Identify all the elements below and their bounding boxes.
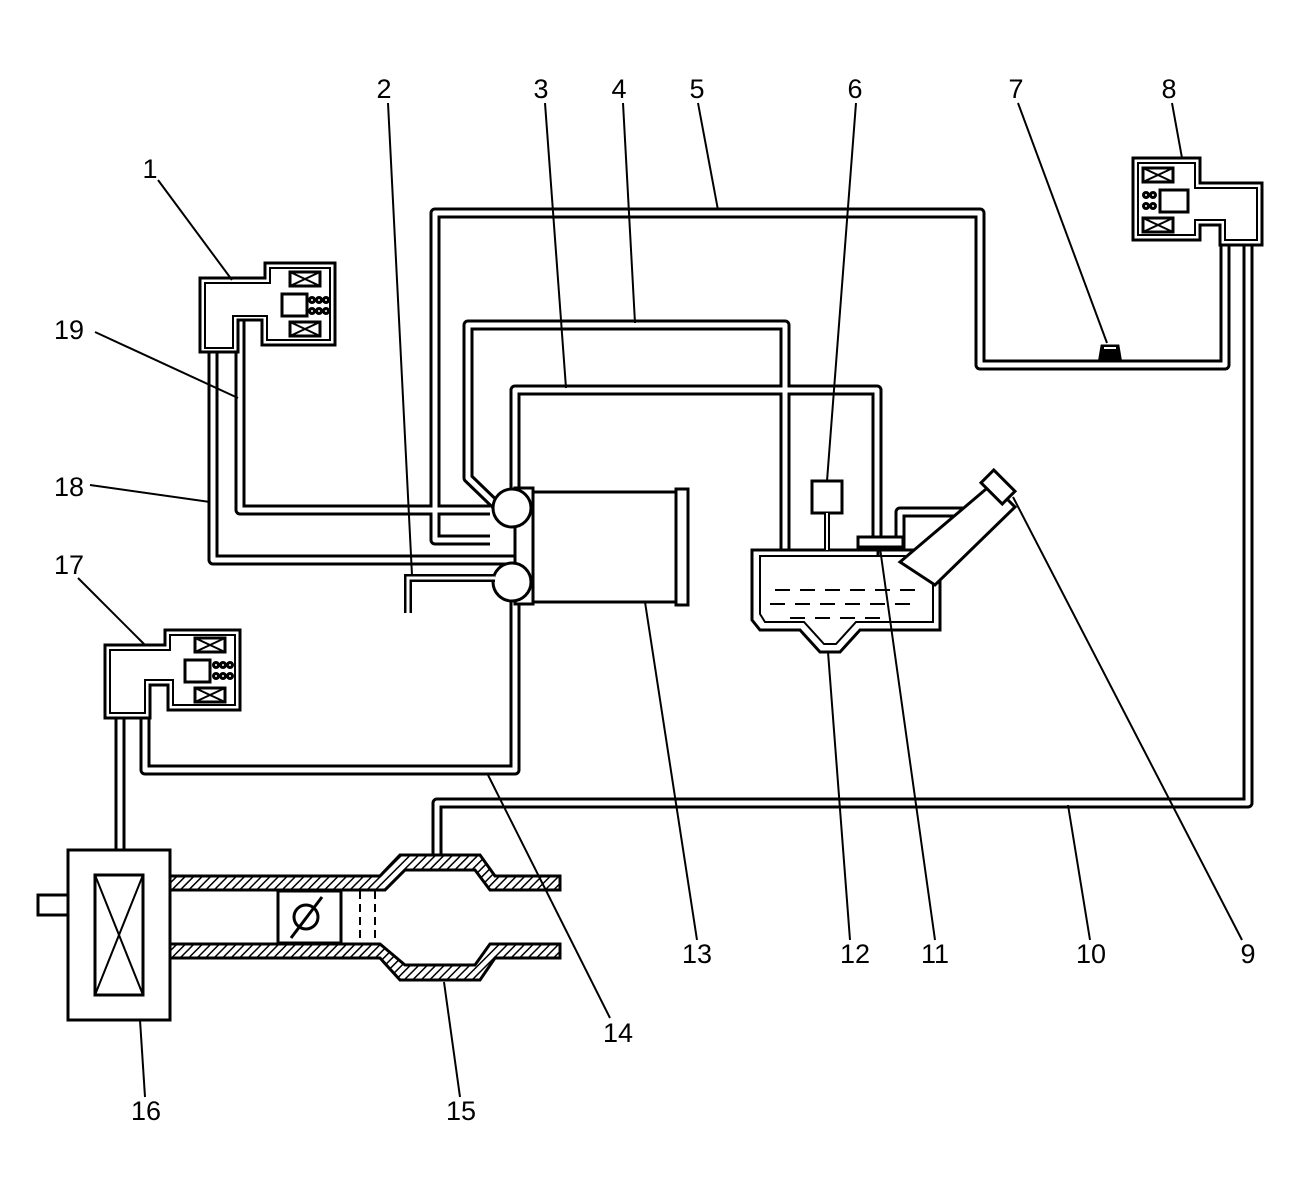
leader-9 — [1012, 496, 1243, 941]
restrictor-7 — [1098, 344, 1122, 360]
leader-17 — [77, 577, 146, 646]
leader-15 — [443, 981, 461, 1098]
callout-5: 5 — [689, 74, 704, 104]
callout-14: 14 — [603, 1018, 633, 1048]
leader-3 — [544, 102, 567, 389]
leader-16 — [139, 1019, 146, 1098]
leader-6 — [826, 102, 857, 482]
leader-lines — [77, 102, 1243, 1098]
leader-13 — [644, 601, 698, 941]
callout-7: 7 — [1008, 74, 1023, 104]
leader-18 — [89, 484, 211, 503]
callout-18: 18 — [54, 472, 84, 502]
air-intake — [36, 848, 562, 1022]
solenoid-valve-1 — [198, 261, 337, 354]
leader-8 — [1171, 102, 1183, 159]
leader-14 — [486, 772, 611, 1019]
fuel-tank — [750, 467, 1018, 654]
callout-8: 8 — [1161, 74, 1176, 104]
leader-7 — [1017, 102, 1108, 344]
leader-4 — [622, 102, 636, 324]
callout-17: 17 — [54, 550, 84, 580]
leader-1 — [157, 179, 233, 281]
callout-2: 2 — [376, 74, 391, 104]
callout-13: 13 — [682, 939, 712, 969]
callout-3: 3 — [533, 74, 548, 104]
solenoid-valve-8 — [1131, 156, 1264, 247]
leader-5 — [697, 102, 719, 211]
callout-19: 19 — [54, 315, 84, 345]
leader-10 — [1067, 804, 1091, 941]
evap-canister — [404, 486, 690, 613]
callouts: 1 2 3 4 5 6 7 8 9 10 11 12 13 14 15 16 1… — [54, 74, 1256, 1126]
callout-16: 16 — [131, 1096, 161, 1126]
callout-15: 15 — [446, 1096, 476, 1126]
callout-4: 4 — [611, 74, 626, 104]
callout-6: 6 — [847, 74, 862, 104]
leader-11 — [879, 547, 936, 941]
solenoid-valve-17 — [103, 628, 242, 720]
callout-12: 12 — [840, 939, 870, 969]
callout-11: 11 — [921, 939, 949, 969]
callout-1: 1 — [142, 154, 157, 184]
leader-19 — [94, 331, 239, 399]
leader-2 — [387, 102, 413, 576]
leader-12 — [827, 651, 851, 941]
canister-vent-tube — [404, 574, 495, 613]
callout-9: 9 — [1240, 939, 1255, 969]
callout-10: 10 — [1076, 939, 1106, 969]
